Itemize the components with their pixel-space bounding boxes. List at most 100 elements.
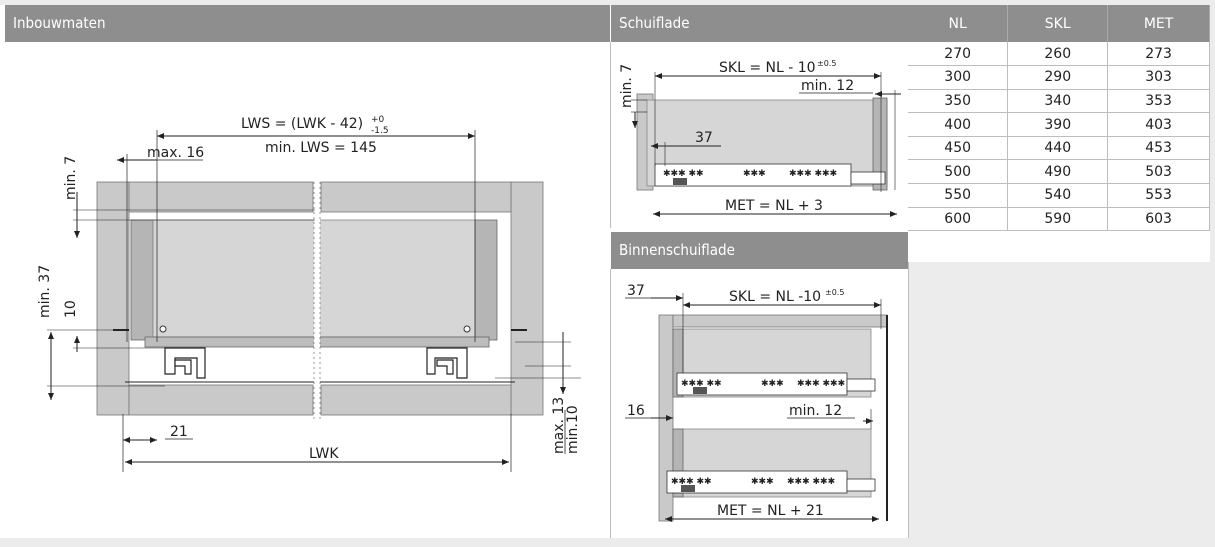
drawer-side-left bbox=[130, 219, 154, 341]
min12-label-2: min. 12 bbox=[789, 403, 842, 419]
col-skl-header: SKL bbox=[1007, 5, 1109, 42]
twentyone-label: 21 bbox=[170, 424, 188, 440]
cell-nl: 600 bbox=[908, 207, 1009, 232]
cell-nl: 350 bbox=[908, 89, 1009, 114]
lws-formula-label: LWS = (LWK - 42) bbox=[241, 116, 363, 132]
min12-label: min. 12 bbox=[801, 78, 854, 94]
inbouwmaten-diagram-panel: LWS = (LWK - 42) +0 -1.5 min. LWS = 145 … bbox=[5, 42, 610, 538]
cell-skl: 590 bbox=[1007, 207, 1109, 232]
lws-tol-upper: +0 bbox=[371, 115, 385, 125]
top-panel-left bbox=[128, 181, 314, 213]
inbouwmaten-diagram: LWS = (LWK - 42) +0 -1.5 min. LWS = 145 … bbox=[37, 115, 581, 472]
bottom-panel-left bbox=[128, 384, 314, 416]
sixteen-label: 16 bbox=[627, 403, 645, 419]
cell-skl: 290 bbox=[1007, 65, 1109, 90]
schuiflade-diagram: ✱✱✱ ✱✱ ✱✱✱ ✱✱✱ ✱✱✱ SKL = NL - 10 ±0.5 mi… bbox=[619, 59, 901, 217]
min7-label-2: min. 7 bbox=[619, 64, 635, 108]
inbouwmaten-header: Inbouwmaten bbox=[5, 5, 610, 42]
top-margin bbox=[0, 0, 1215, 5]
schuiflade-diagram-panel: ✱✱✱ ✱✱ ✱✱✱ ✱✱✱ ✱✱✱ SKL = NL - 10 ±0.5 mi… bbox=[610, 42, 908, 228]
bottom-margin bbox=[0, 538, 1215, 547]
min7-label: min. 7 bbox=[63, 156, 79, 200]
drawer-side-right bbox=[474, 219, 498, 341]
table-header-row: NL SKL MET bbox=[908, 5, 1210, 42]
runner-right bbox=[426, 347, 468, 379]
binnenschuiflade-diagram: ✱✱✱ ✱✱ ✱✱✱ ✱✱✱ ✱✱✱ ✱✱✱ ✱✱ ✱✱✱ ✱✱✱ ✱✱✱ 37… bbox=[625, 283, 888, 522]
cell-met: 503 bbox=[1107, 159, 1210, 185]
svg-text:✱✱✱ ✱✱✱: ✱✱✱ ✱✱✱ bbox=[797, 379, 845, 389]
cell-met: 453 bbox=[1107, 136, 1210, 161]
svg-text:✱✱✱ ✱✱: ✱✱✱ ✱✱ bbox=[671, 477, 712, 487]
met-label-2: MET = NL + 21 bbox=[717, 503, 824, 519]
thirtyseven-label: 37 bbox=[695, 130, 713, 146]
thirtyseven-label-2: 37 bbox=[627, 283, 645, 299]
svg-text:✱✱✱ ✱✱: ✱✱✱ ✱✱ bbox=[663, 169, 704, 179]
svg-text:✱✱✱: ✱✱✱ bbox=[751, 477, 774, 487]
svg-text:✱✱✱ ✱✱✱: ✱✱✱ ✱✱✱ bbox=[789, 169, 837, 179]
bottom-panel-right bbox=[320, 384, 512, 416]
max13-label: max. 13 bbox=[551, 397, 567, 454]
cell-skl: 260 bbox=[1007, 42, 1109, 67]
svg-text:✱✱✱ ✱✱: ✱✱✱ ✱✱ bbox=[681, 379, 722, 389]
lwk-label: LWK bbox=[309, 446, 339, 462]
cell-nl: 450 bbox=[908, 136, 1009, 161]
right-margin bbox=[1210, 0, 1215, 547]
svg-text:✱✱✱ ✱✱✱: ✱✱✱ ✱✱✱ bbox=[787, 477, 835, 487]
svg-text:✱✱✱: ✱✱✱ bbox=[761, 379, 784, 389]
max16-label: max. 16 bbox=[147, 145, 204, 161]
cell-met: 353 bbox=[1107, 89, 1210, 114]
ten-label: 10 bbox=[63, 300, 79, 318]
met-label: MET = NL + 3 bbox=[725, 198, 823, 214]
cell-met: 403 bbox=[1107, 112, 1210, 137]
skl-label-2: SKL = NL -10 bbox=[729, 289, 821, 305]
cell-nl: 400 bbox=[908, 112, 1009, 137]
cell-skl: 340 bbox=[1007, 89, 1109, 114]
skl-tol: ±0.5 bbox=[817, 59, 836, 68]
skl-tol-2: ±0.5 bbox=[825, 288, 844, 297]
cell-skl: 490 bbox=[1007, 159, 1109, 185]
col-met-header: MET bbox=[1107, 5, 1210, 42]
screw-left bbox=[159, 325, 167, 333]
cabinet-right-wall bbox=[510, 181, 544, 416]
schuiflade-title: Schuiflade bbox=[619, 14, 690, 32]
skl-label: SKL = NL - 10 bbox=[719, 60, 816, 76]
table-empty-area bbox=[908, 262, 1210, 538]
cell-nl: 300 bbox=[908, 65, 1009, 90]
runner-left bbox=[164, 347, 206, 379]
min-lws-label: min. LWS = 145 bbox=[265, 140, 377, 156]
cell-nl: 270 bbox=[908, 42, 1009, 67]
cell-skl: 440 bbox=[1007, 136, 1109, 161]
top-panel-right bbox=[320, 181, 512, 213]
svg-text:✱✱✱: ✱✱✱ bbox=[743, 169, 766, 179]
cabinet-left-wall bbox=[96, 181, 130, 416]
cell-met: 553 bbox=[1107, 183, 1210, 208]
cell-skl: 390 bbox=[1007, 112, 1109, 137]
binnenschuiflade-diagram-panel: ✱✱✱ ✱✱ ✱✱✱ ✱✱✱ ✱✱✱ ✱✱✱ ✱✱ ✱✱✱ ✱✱✱ ✱✱✱ 37… bbox=[610, 269, 908, 538]
cell-met: 273 bbox=[1107, 42, 1210, 67]
cell-met: 303 bbox=[1107, 65, 1210, 90]
binnenschuiflade-title: Binnenschuiflade bbox=[619, 241, 735, 259]
inbouwmaten-title: Inbouwmaten bbox=[13, 14, 106, 32]
cell-met: 603 bbox=[1107, 207, 1210, 232]
lws-tol-lower: -1.5 bbox=[371, 126, 389, 136]
screw-right bbox=[463, 325, 471, 333]
binnenschuiflade-header: Binnenschuiflade bbox=[611, 232, 908, 269]
schuiflade-header: Schuiflade bbox=[611, 5, 908, 42]
min10-label: min.10 bbox=[565, 405, 581, 454]
cell-nl: 500 bbox=[908, 159, 1009, 185]
col-nl-header: NL bbox=[908, 5, 1009, 42]
min37-label: min. 37 bbox=[37, 265, 53, 318]
cell-nl: 550 bbox=[908, 183, 1009, 208]
cell-skl: 540 bbox=[1007, 183, 1109, 208]
